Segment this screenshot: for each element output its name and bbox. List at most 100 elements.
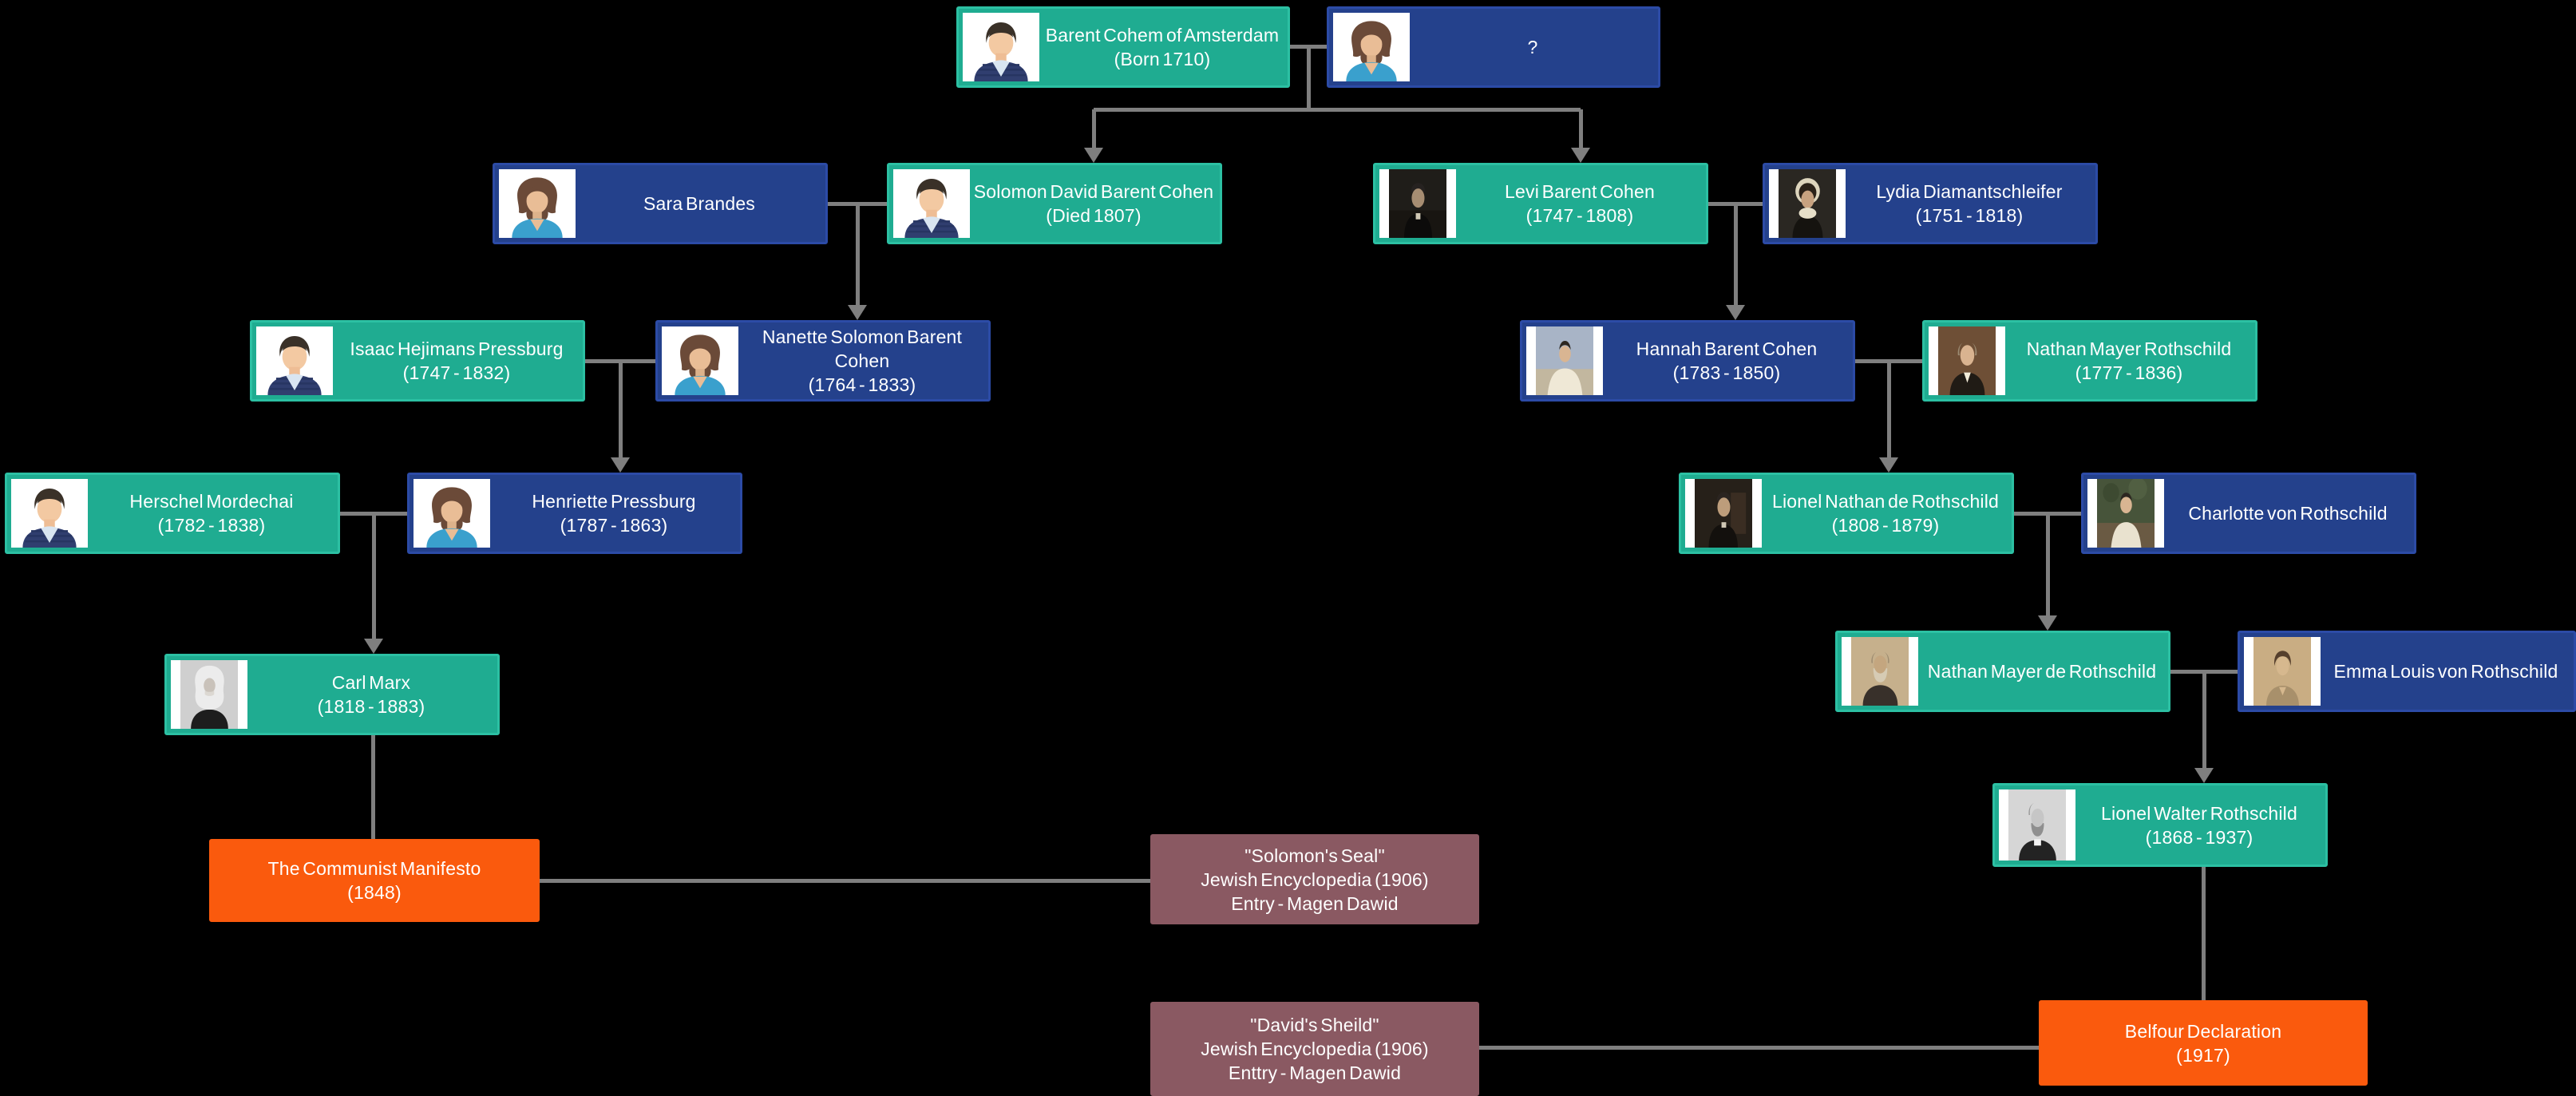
node-solomon[interactable]: Solomon David Barent Cohen(Died 1807)	[887, 163, 1222, 244]
connector-to-henriette	[619, 361, 623, 458]
node-unknown-wife[interactable]: ?	[1327, 6, 1660, 88]
connector-to-hannah	[1734, 204, 1738, 306]
node-label: Barent Cohem of Amsterdam(Born 1710)	[1042, 9, 1283, 85]
arrowhead-icon	[1726, 305, 1745, 320]
node-name-text: Nanette Solomon Barent Cohen	[762, 326, 963, 371]
connector-to-lionel-walter	[2202, 671, 2206, 769]
node-lionel-nathan[interactable]: Lionel Nathan de Rothschild(1808 - 1879)	[1679, 473, 2014, 554]
node-label: "Solomon's Seal"Jewish Encyclopedia (190…	[1159, 837, 1470, 922]
node-photo	[499, 169, 576, 238]
node-nanette[interactable]: Nanette Solomon Barent Cohen (1764 - 1833…	[655, 320, 991, 402]
connector-drop-top-couple	[1307, 46, 1311, 109]
avatar-photo-sepia-woman-icon	[2253, 637, 2312, 706]
node-photo	[1379, 169, 1456, 238]
node-detail-text: (1868 - 1937)	[2145, 826, 2254, 848]
node-lydia[interactable]: Lydia Diamantschleifer(1751 - 1818)	[1763, 163, 2098, 244]
node-barent[interactable]: Barent Cohem of Amsterdam(Born 1710)	[956, 6, 1290, 88]
arrowhead-icon	[1571, 148, 1590, 163]
node-label: Emma Louis von Rothschild	[2323, 633, 2569, 710]
node-isaac[interactable]: Isaac Hejimans Pressburg (1747 - 1832)	[250, 320, 585, 402]
node-label: Lionel Nathan de Rothschild(1808 - 1879)	[1764, 475, 2007, 552]
node-sara[interactable]: Sara Brandes	[493, 163, 828, 244]
node-charlotte[interactable]: Charlotte von Rothschild	[2081, 473, 2416, 554]
node-detail-text: (1782 - 1838)	[157, 515, 266, 536]
avatar-photo-sepia-man-icon	[1850, 637, 1909, 706]
node-name-text: Solomon David Barent Cohen	[973, 181, 1214, 202]
node-label: Sara Brandes	[578, 165, 821, 242]
node-levi[interactable]: Levi Barent Cohen (1747 - 1808)	[1373, 163, 1708, 244]
node-label: Nathan Mayer Rothschild(1777 - 1836)	[2008, 322, 2250, 399]
connector-walter-to-belfour	[2202, 867, 2206, 1000]
node-belfour-declaration[interactable]: Belfour Declaration(1917)	[2039, 1000, 2368, 1086]
arrowhead-icon	[1879, 457, 1898, 473]
node-photo	[1929, 326, 2005, 395]
node-communist-manifesto[interactable]: The Communist Manifesto(1848)	[209, 839, 540, 922]
avatar-portrait-bonnet-woman-icon	[1778, 169, 1837, 238]
node-detail-text: Jewish Encyclopedia (1906)	[1201, 868, 1429, 890]
node-detail-text: Jewish Encyclopedia (1906)	[1201, 1039, 1429, 1059]
node-name-text: Barent Cohem of Amsterdam	[1045, 25, 1280, 46]
node-nathan-mayer-de[interactable]: Nathan Mayer de Rothschild	[1835, 631, 2170, 712]
node-photo	[963, 13, 1039, 81]
avatar-cartoon-male-icon	[963, 13, 1039, 81]
node-name-text: Herschel Mordechai	[129, 491, 294, 512]
node-name-text: "Solomon's Seal"	[1244, 845, 1385, 866]
node-photo	[1769, 169, 1846, 238]
node-photo	[414, 479, 490, 548]
node-detail-text: (1777 - 1836)	[2075, 362, 2183, 383]
node-nathan-mayer[interactable]: Nathan Mayer Rothschild(1777 - 1836)	[1922, 320, 2257, 402]
node-label: Solomon David Barent Cohen(Died 1807)	[972, 165, 1215, 242]
node-detail-text: (1764 - 1833)	[808, 374, 916, 395]
node-name-text: Levi Barent Cohen	[1505, 181, 1655, 202]
node-name-text: Nathan Mayer de Rothschild	[1927, 661, 2157, 682]
node-emma[interactable]: Emma Louis von Rothschild	[2238, 631, 2576, 712]
connector-to-solomon	[1092, 109, 1096, 148]
node-detail-text: (1848)	[347, 882, 402, 903]
arrowhead-icon	[611, 457, 630, 473]
node-label: Charlotte von Rothschild	[2166, 475, 2409, 552]
arrowhead-icon	[1084, 148, 1103, 163]
node-hannah[interactable]: Hannah Barent Cohen(1783 - 1850)	[1520, 320, 1855, 402]
connector-branch-top	[1094, 108, 1581, 112]
avatar-cartoon-female-icon	[1333, 13, 1410, 81]
avatar-portrait-white-dress-woman-icon	[1535, 326, 1594, 395]
node-label: Lionel Walter Rothschild(1868 - 1937)	[2078, 785, 2321, 865]
avatar-cartoon-male-icon	[11, 479, 88, 548]
node-photo	[1842, 637, 1918, 706]
node-label: Belfour Declaration(1917)	[2048, 1003, 2359, 1083]
node-label: Herschel Mordechai (1782 - 1838)	[90, 475, 333, 552]
node-solomons-seal[interactable]: "Solomon's Seal"Jewish Encyclopedia (190…	[1150, 834, 1479, 924]
node-label: The Communist Manifesto(1848)	[218, 841, 531, 920]
avatar-cartoon-female-icon	[499, 169, 576, 238]
node-label: Henriette Pressburg(1787 - 1863)	[493, 475, 735, 552]
node-photo	[1526, 326, 1603, 395]
avatar-photo-bw-man-icon	[2008, 789, 2067, 861]
node-detail-text: Entry - Magen Dawid	[1231, 892, 1399, 914]
connector-to-levi	[1579, 109, 1583, 148]
node-name-text: Isaac Hejimans Pressburg	[350, 338, 564, 359]
connector-marx-to-manifesto	[371, 735, 375, 839]
node-photo	[1333, 13, 1410, 81]
node-henriette[interactable]: Henriette Pressburg(1787 - 1863)	[407, 473, 742, 554]
node-label: Hannah Barent Cohen(1783 - 1850)	[1605, 322, 1848, 399]
node-photo	[2244, 637, 2321, 706]
node-photo	[11, 479, 88, 548]
node-name-text: ?	[1527, 37, 1538, 57]
node-lionel-walter[interactable]: Lionel Walter Rothschild(1868 - 1937)	[1992, 783, 2328, 867]
node-herschel[interactable]: Herschel Mordechai (1782 - 1838)	[5, 473, 340, 554]
node-label: Carl Marx(1818 - 1883)	[250, 656, 493, 733]
connector-davids-to-belfour	[1479, 1046, 2039, 1050]
node-detail-text: (1818 - 1883)	[317, 696, 425, 717]
node-detail-text: (1747 - 1832)	[402, 362, 511, 383]
avatar-photo-marx-icon	[180, 660, 239, 729]
avatar-cartoon-male-icon	[256, 326, 333, 395]
node-name-text: Charlotte von Rothschild	[2188, 503, 2388, 524]
node-photo	[256, 326, 333, 395]
node-detail-text: (1747 - 1808)	[1525, 205, 1634, 226]
node-davids-sheild[interactable]: "David's Sheild"Jewish Encyclopedia (190…	[1150, 1002, 1479, 1096]
arrowhead-icon	[364, 639, 383, 654]
avatar-cartoon-male-icon	[893, 169, 970, 238]
node-carl-marx[interactable]: Carl Marx(1818 - 1883)	[164, 654, 500, 735]
arrowhead-icon	[848, 305, 867, 320]
